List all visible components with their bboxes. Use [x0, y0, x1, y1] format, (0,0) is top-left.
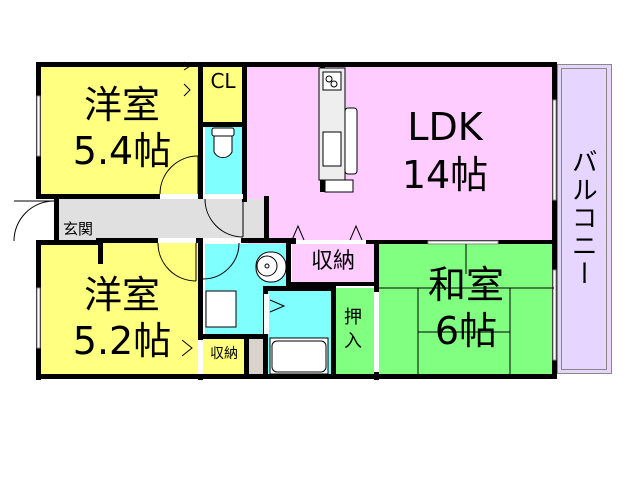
closet-label-text: CL	[210, 69, 236, 93]
closet-label: CL	[203, 68, 243, 94]
ldk-size: 14帖	[401, 153, 489, 197]
western-room-5-2-name: 洋室	[83, 273, 160, 317]
western-room-5-4-size: 5.4帖	[72, 129, 172, 173]
washing-machine-pan-icon	[205, 290, 237, 328]
western-room-5-4-name: 洋室	[83, 83, 160, 127]
western-room-5-2	[40, 244, 198, 376]
washbasin-icon	[255, 251, 287, 283]
entrance-label: 玄関	[62, 220, 93, 238]
storage-small-label: 収納	[210, 346, 238, 362]
balcony-label: バルコニー	[567, 148, 598, 288]
kitchen-counter	[318, 67, 358, 193]
balcony	[557, 64, 612, 374]
closet-cl	[203, 66, 243, 124]
bathtub-icon	[269, 337, 329, 375]
storage-ldk	[292, 244, 374, 284]
ldk-room	[246, 66, 554, 244]
toilet-icon	[211, 127, 235, 159]
storage-ldk-label: 収納	[310, 249, 355, 274]
western-room-5-4	[40, 66, 200, 196]
storage-small	[203, 338, 245, 376]
western-room-5-2-top	[100, 242, 198, 252]
western-room-5-2-size: 5.2帖	[72, 319, 172, 363]
storage-grey	[248, 338, 264, 376]
japanese-room-name: 和室	[427, 263, 504, 307]
ldk-name: LDK	[407, 105, 483, 149]
balcony-inner-line	[561, 68, 607, 370]
japanese-room-size: 6帖	[434, 309, 498, 353]
oshiire-label: 押入	[344, 307, 362, 352]
oshiire	[335, 288, 377, 376]
